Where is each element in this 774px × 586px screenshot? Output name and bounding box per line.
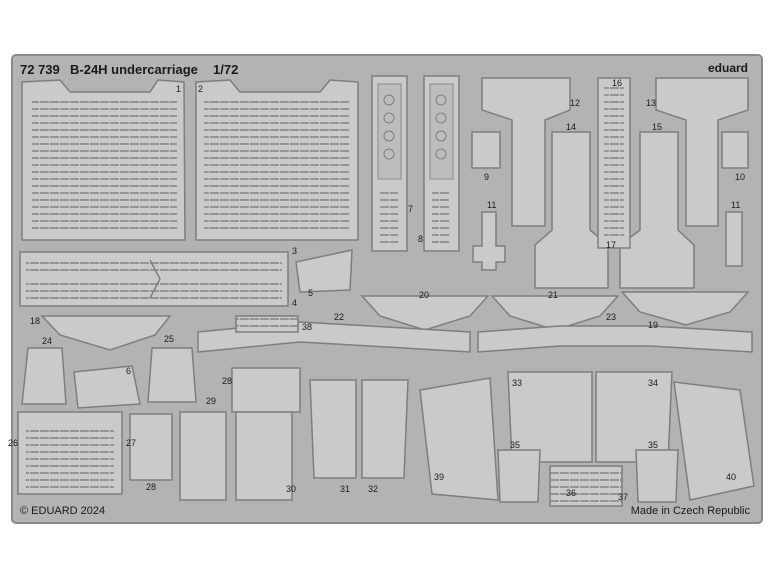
part-9 [471,131,501,169]
part-16-17 [597,77,631,249]
part-23 [477,325,753,353]
part-39 [419,377,499,501]
part-1 [21,79,186,241]
part-34 [595,371,673,463]
part-13 [655,77,749,227]
part-number-label: 2 [198,84,203,94]
brand-logo: eduard [708,61,748,75]
part-11-right [725,211,743,267]
part-21 [490,295,620,331]
part-number-label: 27 [126,438,136,448]
part-number-label: 18 [30,316,40,326]
part-number-label: 5 [308,288,313,298]
part-30 [235,411,293,501]
part-24 [21,347,67,405]
part-number-label: 1 [176,84,181,94]
part-number-label: 29 [206,396,216,406]
part-number-label: 6 [126,366,131,376]
part-number-label: 14 [566,122,576,132]
part-number-label: 33 [512,378,522,388]
part-number-label: 31 [340,484,350,494]
origin-text: Made in Czech Republic [631,505,751,517]
part-number-label: 16 [612,78,622,88]
part-12 [481,77,571,227]
part-number-label: 21 [548,290,558,300]
copyright-text: © EDUARD 2024 [20,505,105,517]
part-11-left [472,211,506,271]
part-number-label: 30 [286,484,296,494]
part-3-4 [19,251,289,307]
part-15 [619,131,695,289]
part-32 [361,379,409,479]
part-8 [423,75,460,252]
part-number-label: 35 [510,440,520,450]
part-27 [129,413,173,481]
part-38 [235,315,299,333]
part-10 [721,131,749,169]
part-number-label: 38 [302,322,312,332]
part-number-label: 28 [222,376,232,386]
part-number-label: 23 [606,312,616,322]
part-number-label: 7 [408,204,413,214]
part-number-label: 8 [418,234,423,244]
part-number-label: 20 [419,290,429,300]
fret-scale: 1/72 [213,62,238,77]
part-25 [147,347,197,403]
part-number-label: 36 [566,488,576,498]
part-number-label: 22 [334,312,344,322]
part-number-label: 40 [726,472,736,482]
part-number-label: 19 [648,320,658,330]
fret-title: B-24H undercarriage [70,62,198,77]
part-number-label: 3 [292,246,297,256]
part-number-label: 26 [8,438,18,448]
part-14 [534,131,609,289]
part-29 [179,411,227,501]
part-18 [40,315,172,351]
part-number-label: 11 [731,200,740,210]
part-number-label: 25 [164,334,174,344]
part-number-label: 10 [735,172,745,182]
part-number-label: 12 [570,98,580,108]
part-19 [620,291,750,326]
part-20 [360,295,490,331]
part-35-right [635,449,679,503]
part-6 [73,365,141,409]
part-33 [507,371,593,463]
part-number-label: 9 [484,172,489,182]
part-number-label: 37 [618,492,628,502]
part-number-label: 32 [368,484,378,494]
part-number-label: 28 [146,482,156,492]
part-31 [309,379,357,479]
part-28 [231,367,301,413]
part-2 [195,79,359,241]
part-number-label: 35 [648,440,658,450]
part-36-37 [549,465,623,507]
part-number-label: 24 [42,336,52,346]
part-number-label: 4 [292,298,297,308]
part-number-label: 39 [434,472,444,482]
part-26 [17,411,123,495]
part-35-left [497,449,541,503]
fret-code: 72 739 [20,62,60,77]
part-5 [295,249,353,293]
part-number-label: 11 [487,200,496,210]
part-number-label: 15 [652,122,662,132]
part-number-label: 17 [606,240,616,250]
part-7 [371,75,408,252]
part-number-label: 13 [646,98,656,108]
part-number-label: 34 [648,378,658,388]
part-40 [673,381,755,501]
